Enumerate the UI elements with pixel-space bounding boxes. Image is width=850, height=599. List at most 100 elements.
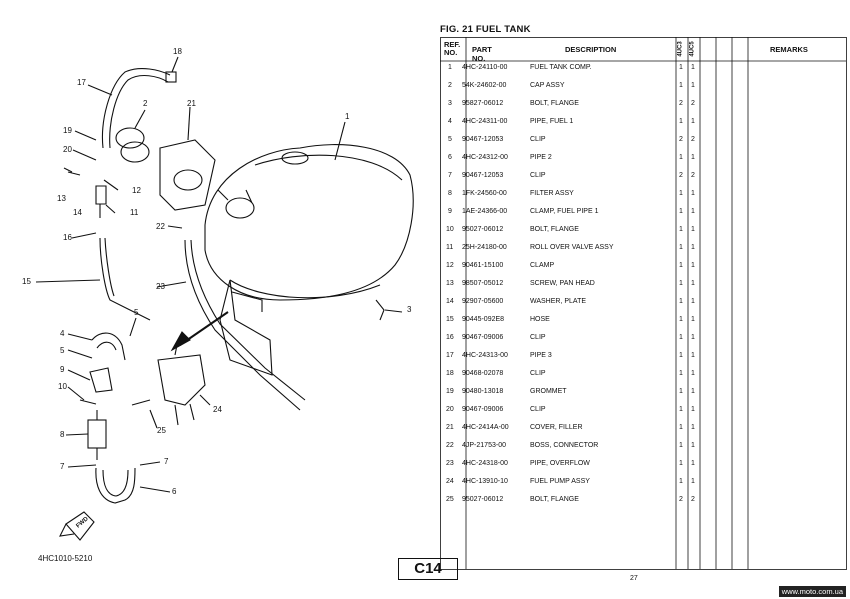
qty1-cell: 1 [679,352,683,359]
desc-cell: PIPE 3 [530,352,552,359]
fwd-arrow-icon: FWD [59,511,95,541]
ref-cell: 21 [446,424,454,431]
qty1-cell: 2 [679,172,683,179]
header-ref-no: REF. NO. [444,40,461,57]
callout-4: 4 [60,329,65,338]
header-description: DESCRIPTION [565,45,617,54]
qty2-cell: 1 [691,370,695,377]
desc-cell: CLIP [530,334,546,341]
header-model-2: 4UC5 [689,41,696,57]
part-cell: 4HC-24312-00 [462,154,508,161]
qty2-cell: 1 [691,262,695,269]
part-cell: 25H-24180-00 [462,244,507,251]
callout-22: 22 [156,222,165,231]
ref-cell: 6 [448,154,452,161]
callout-25: 25 [157,426,166,435]
desc-cell: BOSS, CONNECTOR [530,442,599,449]
part-cell: 90468-02078 [462,370,504,377]
part-cell: 98507-05012 [462,280,504,287]
qty2-cell: 1 [691,442,695,449]
part-cell: 90480-13018 [462,388,504,395]
part-cell: 4HC-24110-00 [462,64,508,71]
callout-1: 1 [345,112,350,121]
exploded-diagram: FWD 18 17 2 21 1 19 20 12 13 14 11 22 16… [22,47,414,563]
part-cell: 1AE-24366-00 [462,208,508,215]
part-cell: 92907-05600 [462,298,504,305]
qty2-cell: 1 [691,388,695,395]
ref-cell: 23 [446,460,454,467]
desc-cell: BOLT, FLANGE [530,226,579,233]
qty2-cell: 1 [691,280,695,287]
diagram-code: 4HC1010-5210 [38,554,93,563]
callout-5-upper: 5 [134,308,139,317]
qty1-cell: 2 [679,496,683,503]
table-grid [440,37,847,570]
qty1-cell: 1 [679,226,683,233]
callout-10: 10 [58,382,67,391]
callout-5-lower: 5 [60,346,65,355]
part-cell: 90467-09006 [462,406,504,413]
ref-cell: 3 [448,100,452,107]
qty2-cell: 1 [691,334,695,341]
ref-cell: 1 [448,64,452,71]
desc-cell: HOSE [530,316,550,323]
ref-cell: 12 [446,262,454,269]
callout-8: 8 [60,430,65,439]
desc-cell: CLAMP [530,262,555,269]
qty2-cell: 2 [691,172,695,179]
page-code-badge: C14 [398,558,458,580]
qty1-cell: 1 [679,154,683,161]
ref-cell: 5 [448,136,452,143]
qty1-cell: 1 [679,316,683,323]
ref-cell: 8 [448,190,452,197]
qty2-cell: 1 [691,298,695,305]
ref-cell: 14 [446,298,454,305]
qty1-cell: 1 [679,478,683,485]
part-cell: 4HC-24313-00 [462,352,508,359]
ref-cell: 7 [448,172,452,179]
part-cell: 95827-06012 [462,100,504,107]
qty2-cell: 2 [691,496,695,503]
part-cell: 95027-06012 [462,226,504,233]
qty2-cell: 1 [691,478,695,485]
ref-cell: 13 [446,280,454,287]
qty2-cell: 1 [691,316,695,323]
callout-17: 17 [77,78,86,87]
desc-cell: GROMMET [530,388,567,395]
callout-24: 24 [213,405,222,414]
part-cell: 90461-15100 [462,262,504,269]
ref-cell: 24 [446,478,454,485]
qty1-cell: 1 [679,406,683,413]
desc-cell: CLIP [530,370,546,377]
callout-20: 20 [63,145,72,154]
watermark: www.moto.com.ua [778,586,846,597]
header-remarks: REMARKS [770,45,808,54]
qty1-cell: 1 [679,190,683,197]
desc-cell: PIPE 2 [530,154,552,161]
ref-cell: 20 [446,406,454,413]
qty1-cell: 1 [679,118,683,125]
callout-14: 14 [73,208,82,217]
callout-7-left: 7 [60,462,65,471]
qty2-cell: 1 [691,64,695,71]
desc-cell: CLIP [530,172,546,179]
qty1-cell: 1 [679,370,683,377]
qty1-cell: 1 [679,82,683,89]
desc-cell: COVER, FILLER [530,424,583,431]
desc-cell: BOLT, FLANGE [530,496,579,503]
callout-16: 16 [63,233,72,242]
desc-cell: ROLL OVER VALVE ASSY [530,244,614,251]
part-cell: 90467-12053 [462,172,504,179]
qty2-cell: 1 [691,190,695,197]
callout-6: 6 [172,487,177,496]
